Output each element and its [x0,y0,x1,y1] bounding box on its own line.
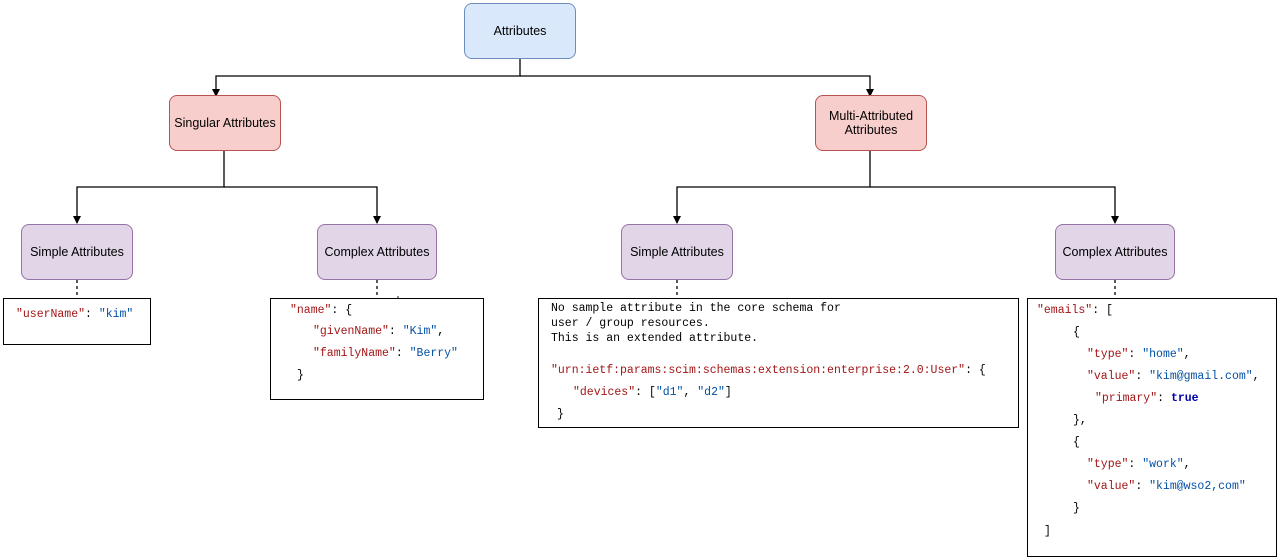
json-value-username: "kim" [98,308,134,321]
node-multi-attributed-attributes: Multi-Attributed Attributes [815,95,927,151]
json-value-familyname: "Berry" [409,347,458,360]
json-value-device-2: "d2" [697,386,725,399]
edge-multi-simple [676,151,871,223]
sample-singular-simple: "userName": "kim" [3,298,151,345]
json-key-type-1: "type" [1087,348,1129,361]
sample-multi-simple: No sample attribute in the core schema f… [538,298,1019,428]
json-key-type-2: "type" [1087,458,1129,471]
multi-simple-label: Simple Attributes [630,245,724,259]
node-multi-complex-attributes: Complex Attributes [1055,224,1175,280]
edge-root-singular [215,58,521,94]
json-key-name: "name" [290,304,332,317]
json-key-value-1: "value" [1087,370,1136,383]
node-singular-attributes: Singular Attributes [169,95,281,151]
json-key-username: "userName" [16,308,86,321]
note-line-1: No sample attribute in the core schema f… [551,302,841,315]
edge-root-multi [520,75,871,94]
note-line-3: This is an extended attribute. [551,332,759,345]
json-value-primary: true [1170,392,1199,405]
json-key-devices: "devices" [573,386,636,399]
json-key-urn: "urn:ietf:params:scim:schemas:extension:… [551,364,966,377]
json-key-givenname: "givenName" [313,325,389,338]
json-value-type-home: "home" [1142,348,1184,361]
edge-singular-complex [224,186,378,223]
node-multi-simple-attributes: Simple Attributes [621,224,733,280]
json-key-emails: "emails" [1037,304,1093,317]
root-node-attributes: Attributes [464,3,576,59]
node-singular-complex-attributes: Complex Attributes [317,224,437,280]
singular-complex-label: Complex Attributes [324,245,430,259]
node-singular-simple-attributes: Simple Attributes [21,224,133,280]
singular-node-label: Singular Attributes [174,116,276,130]
edge-singular-simple [76,151,225,223]
json-key-primary: "primary" [1095,392,1158,405]
json-value-givenname: "Kim" [402,325,438,338]
sample-singular-complex: "name": { "givenName": "Kim", "familyNam… [270,298,484,400]
edge-multi-complex [870,186,1116,223]
singular-simple-label: Simple Attributes [30,245,124,259]
json-value-device-1: "d1" [655,386,684,399]
json-value-wso2: "kim@wso2,com" [1149,480,1246,493]
json-key-value-2: "value" [1087,480,1136,493]
note-line-2: user / group resources. [551,317,710,330]
json-key-familyname: "familyName" [313,347,396,360]
root-node-label: Attributes [493,24,547,38]
multi-node-label: Multi-Attributed Attributes [828,109,914,137]
json-value-gmail: "kim@gmail.com" [1149,370,1253,383]
multi-complex-label: Complex Attributes [1062,245,1168,259]
sample-multi-complex: "emails": [ { "type": "home", "value": "… [1027,298,1277,557]
json-value-type-work: "work" [1142,458,1184,471]
